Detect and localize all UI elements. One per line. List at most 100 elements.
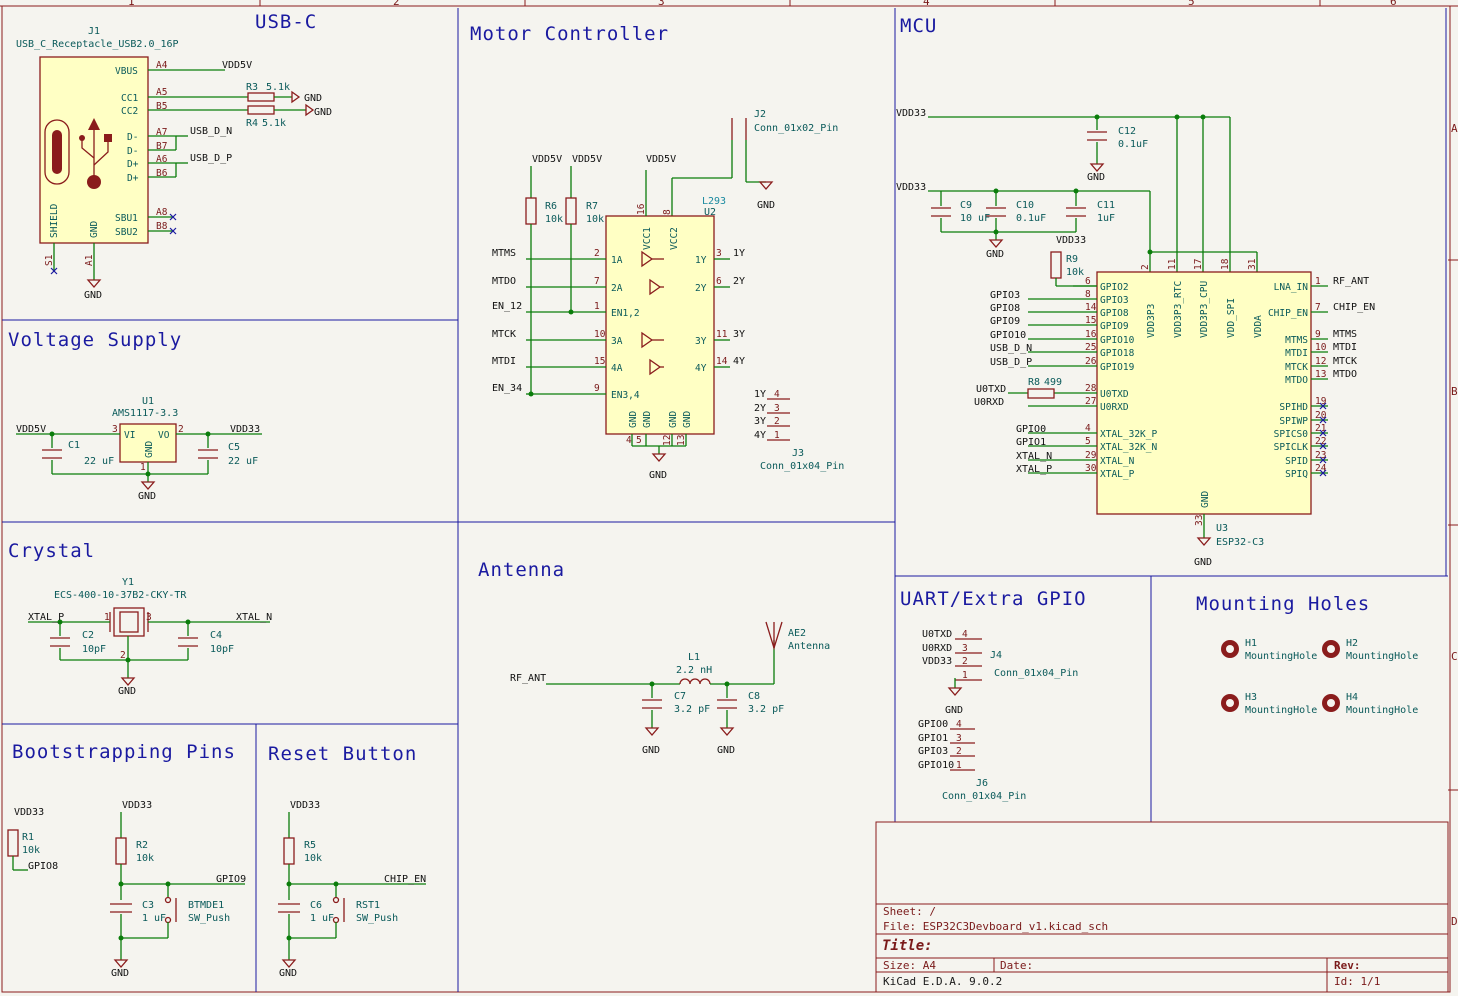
u3-right-name-3: MTDI [1285,348,1308,359]
u3-left-name-0: GPIO2 [1100,282,1129,293]
frame-col-5: 5 [1188,0,1195,8]
svg-text:MountingHole: MountingHole [1346,705,1418,716]
u3-left-pin-10: 5 [1085,436,1091,447]
j3-net-0: 1Y [754,389,766,400]
svg-text:RST1: RST1 [356,900,380,911]
u3-left-name-9: XTAL_32K_P [1100,429,1157,440]
section-title-antenna: Antenna [478,559,565,581]
svg-text:VDD33: VDD33 [122,800,152,811]
frame-row-c: C [1451,650,1458,663]
svg-text:0.1uF: 0.1uF [1118,139,1148,150]
u2-net-4: MTDI [492,356,516,367]
svg-text:VCC2: VCC2 [669,227,680,250]
u3-right-name-0: LNA_IN [1274,282,1309,293]
u3-left-net-1: GPIO3 [990,290,1020,301]
u2-left-pin-0: 2 [594,248,600,259]
svg-text:CC2: CC2 [121,106,138,117]
u3-left-pin-2: 14 [1085,302,1097,313]
svg-text:C5: C5 [228,442,240,453]
u2-right-name-0: 1Y [695,255,707,266]
svg-text:B8: B8 [156,221,168,232]
voltage-regulator-u1: U1 AMS1117-3.3 VI VO GND 3 2 1 VDD5V VDD… [16,396,262,502]
j3-net-3: 4Y [754,430,766,441]
u3-top-pins: VDD3P32VDD3P3_RTC11VDD3P3_CPU17VDD_SPI18… [1140,258,1264,338]
u3-left-pin-9: 4 [1085,423,1091,434]
svg-text:3: 3 [146,612,152,623]
tb-tool: KiCad E.D.A. 9.0.2 [883,975,1002,988]
svg-text:VBUS: VBUS [115,66,138,77]
u2-net-3: MTCK [492,329,516,340]
u3-left-net-4: GPIO10 [990,330,1026,341]
svg-text:VDD5V: VDD5V [572,154,602,165]
svg-text:J6: J6 [976,778,988,789]
u2-net-1: MTDO [492,276,516,287]
j3-net-1: 2Y [754,403,766,414]
u3-right-name-7: SPIWP [1279,416,1308,427]
svg-text:VDD33: VDD33 [290,800,320,811]
u3-right-pin-3: 10 [1315,342,1327,353]
svg-text:VDD5V: VDD5V [16,424,46,435]
mounting-hole-h2: H2 MountingHole [1322,638,1418,662]
svg-text:0.1uF: 0.1uF [1016,213,1046,224]
no-connect-icon [1319,456,1327,464]
svg-text:GND: GND [628,411,639,428]
usbc-connector-j1: J1 USB_C_Receptacle_USB2.0_16P VBUS CC1 … [16,26,332,301]
j3-net-2: 3Y [754,416,766,427]
u2-right-name-3: 4Y [695,363,707,374]
u2-net-5: EN_34 [492,383,522,394]
svg-text:10k: 10k [586,214,604,225]
frame-col-2: 2 [393,0,400,8]
svg-text:R8: R8 [1028,377,1040,388]
svg-text:VI: VI [124,430,135,441]
motor-controller: J2 Conn_01x02_Pin 3 GND L293 U2 VDD5V VC… [492,109,844,481]
u3-right-net-2: MTMS [1333,329,1357,340]
svg-text:Conn_01x04_Pin: Conn_01x04_Pin [942,791,1026,802]
svg-text:RF_ANT: RF_ANT [510,673,546,684]
svg-text:B5: B5 [156,101,167,112]
u2-left-name-2: EN1,2 [611,308,640,319]
u3-top-name-0: VDD3P3 [1146,304,1157,338]
svg-text:2: 2 [120,650,126,661]
u3-left-pin-3: 15 [1085,315,1096,326]
svg-text:Antenna: Antenna [788,641,830,652]
u3-right-name-2: MTMS [1285,335,1308,346]
section-title-vsupply: Voltage Supply [8,329,182,351]
tb-file: File: ESP32C3Devboard_v1.kicad_sch [883,920,1108,933]
svg-text:C9: C9 [960,200,972,211]
j6-pin-1: 3 [956,733,962,744]
svg-text:Y1: Y1 [122,577,134,588]
tb-sheet: Sheet: / [883,905,936,918]
crystal-y1: Y1 ECS-400-10-37B2-CKY-TR 1 3 2 XTAL_P X… [28,577,272,697]
u3-left-net-11: XTAL_N [1016,451,1052,462]
svg-text:GND: GND [314,107,332,118]
u3-right-net-3: MTDI [1333,342,1357,353]
r3-ref: R3 [246,82,258,93]
section-title-mounting: Mounting Holes [1196,593,1370,615]
mcu-esp32: VDD33 GND C12 0.1uF VDD33 [896,108,1375,568]
svg-text:XTAL_P: XTAL_P [28,612,64,623]
svg-text:2: 2 [178,424,184,435]
svg-text:SHIELD: SHIELD [49,203,60,238]
j3-pin-3: 1 [774,430,780,441]
u3-right-pin-10: 23 [1315,450,1326,461]
svg-text:GND: GND [642,745,660,756]
svg-text:A4: A4 [156,60,168,71]
u3-left-net-7: U0TXD [976,384,1006,395]
u3-left-pin-0: 6 [1085,276,1091,287]
svg-text:GND: GND [1087,172,1105,183]
u3-right-pin-5: 13 [1315,369,1326,380]
svg-text:C8: C8 [748,691,760,702]
svg-text:D+: D+ [127,159,139,170]
svg-text:C7: C7 [674,691,686,702]
svg-text:Conn_01x04_Pin: Conn_01x04_Pin [994,668,1078,679]
svg-text:10k: 10k [22,845,40,856]
u3-right-pin-7: 20 [1315,410,1327,421]
svg-text:22 uF: 22 uF [84,456,114,467]
u2-ref: U2 [704,207,716,218]
svg-text:SBU1: SBU1 [115,213,138,224]
svg-text:GPIO9: GPIO9 [216,874,246,885]
svg-text:C10: C10 [1016,200,1034,211]
no-connect-icon [1319,429,1327,437]
j6-net-2: GPIO3 [918,746,948,757]
